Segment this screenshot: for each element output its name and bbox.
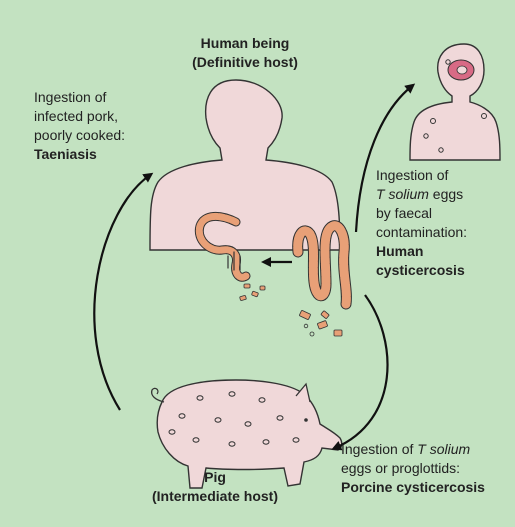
porcine-cysticercosis-result: Porcine cysticercosis	[341, 478, 515, 497]
human-host-title: Human being	[160, 34, 330, 53]
human-host-subtitle: (Definitive host)	[160, 53, 330, 72]
porcine-cysticercosis-label: Ingestion of T solium eggs or proglottid…	[341, 440, 515, 497]
brain-cyst-inner	[457, 66, 467, 74]
taeniasis-label: Ingestion of infected pork, poorly cooke…	[34, 88, 164, 164]
human-cysticercosis-result-2: cysticercosis	[376, 261, 514, 280]
arrow-to-porcine-cysticercosis	[335, 295, 388, 448]
human-figure	[150, 80, 340, 250]
human-cysticercosis-label: Ingestion of T solium eggs by faecal con…	[376, 166, 514, 280]
human-host-label: Human being (Definitive host)	[160, 34, 330, 72]
pig-host-label: Pig (Intermediate host)	[130, 468, 300, 506]
proglottids-environment	[299, 310, 342, 336]
human-cysticercosis-result-1: Human	[376, 242, 514, 261]
arrow-pig-to-human	[94, 175, 150, 410]
pig-host-subtitle: (Intermediate host)	[130, 487, 300, 506]
taeniasis-result: Taeniasis	[34, 145, 164, 164]
pig-host-title: Pig	[130, 468, 300, 487]
proglottids-human	[240, 284, 265, 301]
human-cysticercosis-figure	[410, 44, 500, 160]
